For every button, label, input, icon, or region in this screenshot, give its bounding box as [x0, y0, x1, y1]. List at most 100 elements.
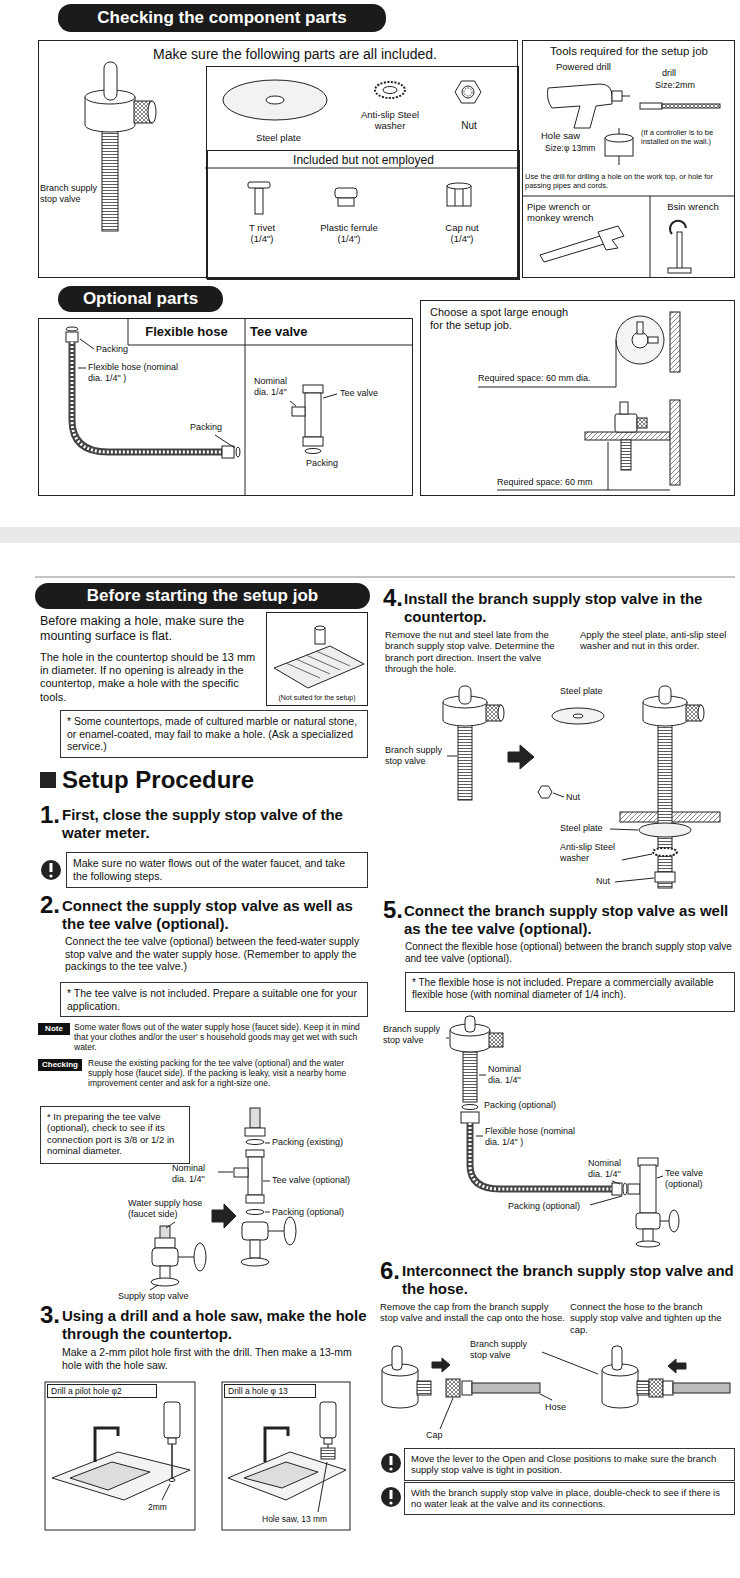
install-valve-illustration: [639, 823, 691, 837]
tee-valve-fitting-illustration: [246, 1150, 264, 1157]
warning-icon: [390, 1490, 393, 1499]
install-valve-illustration: [698, 705, 704, 721]
parts-illustration: [223, 80, 327, 120]
optional-parts-illustration: [66, 332, 78, 342]
drilling-illustration: [45, 1382, 195, 1530]
tee-valve-fitting-illustration: [284, 1217, 296, 1245]
note-box: * Some countertops, made of cultured mar…: [60, 710, 368, 758]
space-illustration: [608, 442, 609, 490]
optional-parts-illustration: [305, 393, 321, 437]
panel-rules: [128, 318, 129, 345]
tools-illustration: [548, 84, 613, 128]
drilling-illustration: [162, 1484, 170, 1500]
hose-connection-illustration: [669, 1210, 679, 1232]
setup-square: [40, 772, 56, 788]
cap-transfer-illustration: [417, 1381, 431, 1395]
unsuited-surface-illustration: [286, 651, 350, 678]
section-title: Before starting the setup job: [87, 586, 318, 606]
body-text: Apply the steel plate, anti-slip steel w…: [580, 629, 732, 652]
warning-box: With the branch supply stop valve in pla…: [404, 1482, 735, 1515]
tee-valve-fitting-illustration: [242, 1222, 268, 1240]
body-text: Connect the hose to the branch supply st…: [570, 1301, 732, 1335]
install-valve-illustration: [552, 708, 604, 724]
hose-connection-illustration: [470, 1123, 612, 1189]
step-number: 3.: [40, 1301, 62, 1330]
hose-connection-illustration: [489, 1033, 503, 1047]
optional-parts-illustration: [236, 447, 240, 457]
panel-rules: [245, 318, 246, 496]
cap-transfer-illustration: [472, 1383, 540, 1393]
box-text: Bsin wrench: [653, 201, 733, 212]
callout-label: Flexible hose (nominal dia. 1/4" ): [485, 1126, 577, 1148]
parts-illustration: [223, 80, 481, 214]
box-text: Make sure the following parts are all in…: [115, 46, 475, 63]
box-text: Flexible hose: [130, 324, 243, 340]
optional-parts-illustration: [292, 407, 305, 416]
tee-valve-fitting-illustration: [212, 1204, 236, 1228]
tee-valve-fitting-illustration: [150, 1285, 158, 1290]
install-valve-illustration: [459, 686, 471, 704]
tee-valve-fitting-illustration: [268, 1231, 284, 1232]
parts-illustration: [266, 96, 284, 104]
box-text: * The flexible hose is not included. Pre…: [412, 977, 728, 1001]
warning-icon: [41, 860, 401, 1507]
parts-illustration: [462, 86, 474, 98]
warning-icon: [390, 1456, 393, 1465]
parts-illustration: [447, 183, 471, 189]
step-heading: Connect the supply stop valve as well as…: [62, 897, 368, 933]
drilling-illustration: [70, 1462, 150, 1490]
space-illustration: [615, 414, 637, 432]
cap-transfer-illustration: [432, 1358, 450, 1372]
unsuited-surface-illustration: [274, 646, 364, 688]
hose-connection-illustration: [476, 1136, 483, 1137]
tools-illustration: [662, 104, 720, 108]
step-number: 5.: [383, 896, 405, 925]
warning-icon: [49, 874, 52, 877]
box-text: Required space: 60 mm: [497, 477, 607, 488]
note-text: Reuse the existing packing for the tee v…: [88, 1058, 368, 1089]
hose-connection-illustration: [470, 1123, 612, 1189]
section-band: Optional parts: [58, 286, 223, 312]
box-text: With the branch supply stop valve in pla…: [411, 1487, 728, 1510]
dimension-label: 2mm: [148, 1502, 178, 1512]
callout-label: Water supply hose (faucet side): [128, 1198, 213, 1220]
note-box: * In preparing the tee valve (optional),…: [40, 1106, 190, 1164]
space-panel: Choose a spot large enough for the setup…: [420, 300, 735, 496]
step-heading: Connect the branch supply stop valve as …: [404, 902, 734, 938]
install-valve-illustration: [508, 745, 534, 769]
parts-illustration: [255, 188, 263, 214]
parts-illustration: [455, 81, 481, 103]
tee-valve-fitting-illustration: [234, 1168, 248, 1177]
install-valve-illustration: [458, 722, 472, 800]
install-valve-illustration: [615, 878, 654, 882]
optional-parts-illustration: [303, 437, 323, 446]
callout-label: Packing (optional): [272, 1207, 367, 1218]
install-valve-illustration: [653, 848, 677, 856]
space-illustration: [478, 387, 616, 388]
cap-transfer-illustration: [637, 1381, 649, 1395]
box-text: Cap nut (1/4"): [439, 222, 485, 245]
install-valve-illustration: [553, 793, 564, 797]
hose-connection-illustration: [612, 1183, 622, 1195]
cap-transfer-illustration: [540, 1394, 552, 1400]
hose-connection-illustration: [636, 1241, 660, 1247]
box-text: Required space: 60 mm dia.: [478, 373, 606, 384]
box-text: Powered drill: [556, 61, 631, 72]
dimension-label: Hole saw, 13 mm: [262, 1514, 347, 1524]
box-text: Steel plate: [241, 132, 316, 143]
cap-transfer-illustration: [649, 1379, 663, 1397]
install-valve-illustration: [573, 714, 583, 718]
box-text: Size:φ 13mm: [545, 143, 603, 153]
box-text: Drill a hole φ 13: [228, 1386, 288, 1396]
optional-parts-illustration: [305, 449, 321, 454]
box-text: Packing: [96, 344, 146, 355]
parts-illustration: [383, 87, 397, 94]
parts-illustration: [335, 188, 357, 198]
step-number: 1.: [40, 801, 62, 830]
warning-icon: [389, 1501, 392, 1504]
step-heading: Using a drill and a hole saw, make the h…: [62, 1307, 368, 1343]
step-number: 6.: [380, 1257, 402, 1286]
optional-parts-illustration: [78, 368, 86, 369]
drilling-illustration: [318, 1462, 327, 1512]
